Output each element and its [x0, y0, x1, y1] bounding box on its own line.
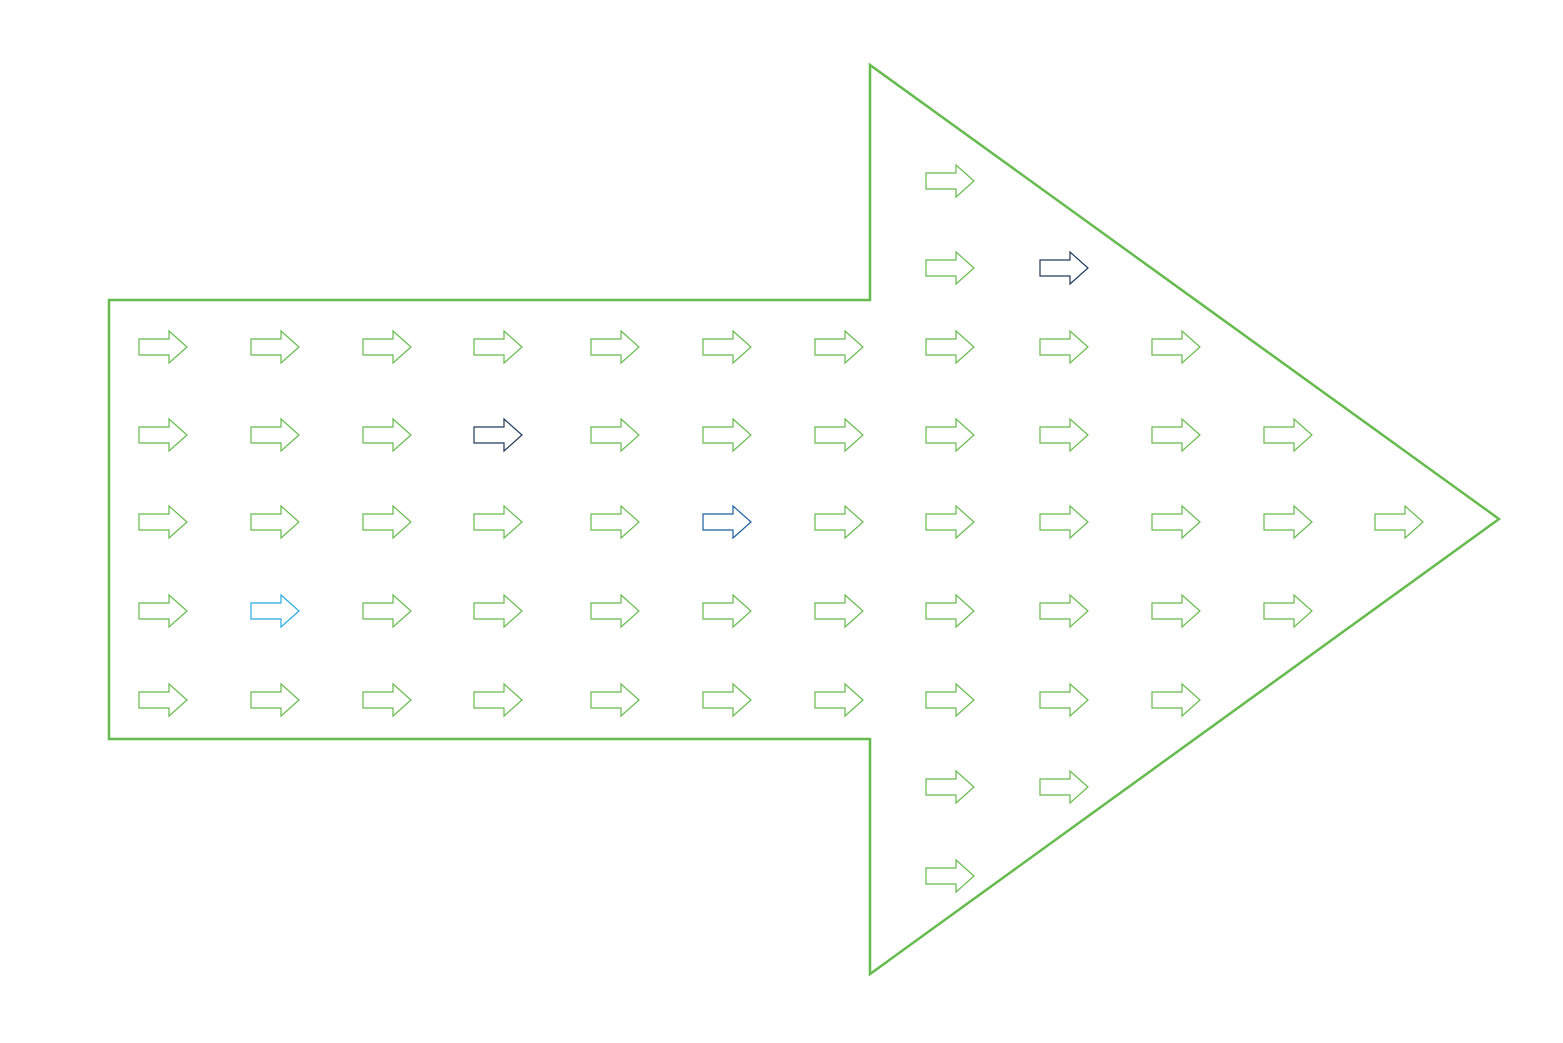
small-right-arrow-icon [590, 329, 640, 365]
small-right-arrow-icon [925, 329, 975, 365]
small-right-arrow-icon [138, 682, 188, 718]
small-right-arrow-icon [590, 682, 640, 718]
small-right-arrow-icon [1151, 504, 1201, 540]
small-right-arrow-icon [925, 858, 975, 894]
small-right-arrow-icon [1263, 417, 1313, 453]
small-right-arrow-icon [814, 417, 864, 453]
small-right-arrow-icon [925, 417, 975, 453]
small-right-arrow-icon [814, 593, 864, 629]
small-arrows-group [138, 163, 1424, 894]
large-arrow-outline-icon [107, 62, 1502, 977]
small-right-arrow-icon [362, 682, 412, 718]
small-right-arrow-icon [1374, 504, 1424, 540]
small-right-arrow-icon [1039, 329, 1089, 365]
small-right-arrow-icon [702, 682, 752, 718]
small-right-arrow-icon [1151, 329, 1201, 365]
small-right-arrow-icon [925, 163, 975, 199]
small-right-arrow-icon [250, 682, 300, 718]
small-right-arrow-icon [473, 593, 523, 629]
small-right-arrow-icon [138, 504, 188, 540]
small-right-arrow-icon [138, 417, 188, 453]
small-right-arrow-icon [925, 593, 975, 629]
small-right-arrow-icon [1263, 593, 1313, 629]
small-right-arrow-icon [1039, 593, 1089, 629]
small-right-arrow-icon [250, 593, 300, 629]
small-right-arrow-icon [473, 329, 523, 365]
small-right-arrow-icon [702, 504, 752, 540]
small-right-arrow-icon [362, 593, 412, 629]
small-right-arrow-icon [473, 417, 523, 453]
small-right-arrow-icon [814, 504, 864, 540]
small-right-arrow-icon [1039, 417, 1089, 453]
small-right-arrow-icon [590, 417, 640, 453]
small-right-arrow-icon [362, 504, 412, 540]
small-right-arrow-icon [925, 250, 975, 286]
small-right-arrow-icon [1151, 593, 1201, 629]
small-right-arrow-icon [473, 504, 523, 540]
small-right-arrow-icon [702, 329, 752, 365]
small-right-arrow-icon [138, 329, 188, 365]
small-right-arrow-icon [473, 682, 523, 718]
small-right-arrow-icon [1151, 682, 1201, 718]
small-right-arrow-icon [925, 504, 975, 540]
small-right-arrow-icon [702, 593, 752, 629]
small-right-arrow-icon [925, 769, 975, 805]
small-right-arrow-icon [250, 504, 300, 540]
small-right-arrow-icon [1039, 682, 1089, 718]
small-right-arrow-icon [1151, 417, 1201, 453]
small-right-arrow-icon [702, 417, 752, 453]
small-right-arrow-icon [925, 682, 975, 718]
small-right-arrow-icon [1039, 504, 1089, 540]
small-right-arrow-icon [1263, 504, 1313, 540]
small-right-arrow-icon [1039, 250, 1089, 286]
small-right-arrow-icon [250, 417, 300, 453]
small-right-arrow-icon [590, 504, 640, 540]
small-right-arrow-icon [362, 329, 412, 365]
small-right-arrow-icon [1039, 769, 1089, 805]
small-right-arrow-icon [814, 682, 864, 718]
small-right-arrow-icon [138, 593, 188, 629]
small-right-arrow-icon [250, 329, 300, 365]
small-right-arrow-icon [362, 417, 412, 453]
small-right-arrow-icon [814, 329, 864, 365]
small-right-arrow-icon [590, 593, 640, 629]
